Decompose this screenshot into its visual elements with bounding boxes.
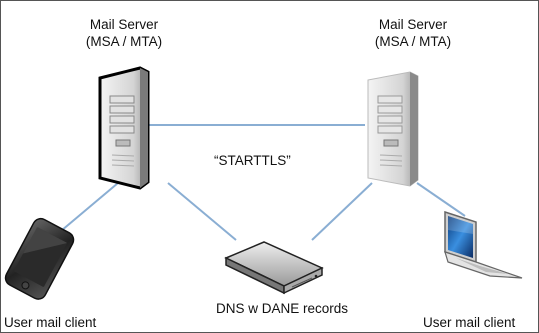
link-right-server-to-laptop	[416, 182, 466, 217]
client-left-label: User mail client	[4, 315, 97, 330]
server-tower-icon	[367, 71, 419, 187]
client-right-label: User mail client	[423, 315, 516, 330]
connection-lines	[54, 124, 466, 241]
starttls-label: “STARTTLS”	[214, 153, 291, 168]
dns-label: DNS w DANE records	[215, 301, 349, 316]
server-tower-icon	[98, 66, 150, 190]
dns-appliance-icon	[224, 241, 324, 295]
server-left-label: Mail Server (MSA / MTA)	[64, 16, 184, 50]
link-left-server-to-phone	[54, 182, 119, 237]
server-right-title: Mail Server	[378, 17, 448, 32]
link-left-server-to-dns	[167, 182, 237, 241]
server-left-title: Mail Server	[89, 17, 159, 32]
server-left-subtitle: (MSA / MTA)	[85, 34, 163, 49]
smartphone-icon	[4, 217, 75, 300]
server-right-label: Mail Server (MSA / MTA)	[353, 16, 473, 50]
link-right-server-to-dns	[311, 182, 373, 241]
server-right-subtitle: (MSA / MTA)	[374, 34, 452, 49]
laptop-icon	[444, 210, 523, 279]
